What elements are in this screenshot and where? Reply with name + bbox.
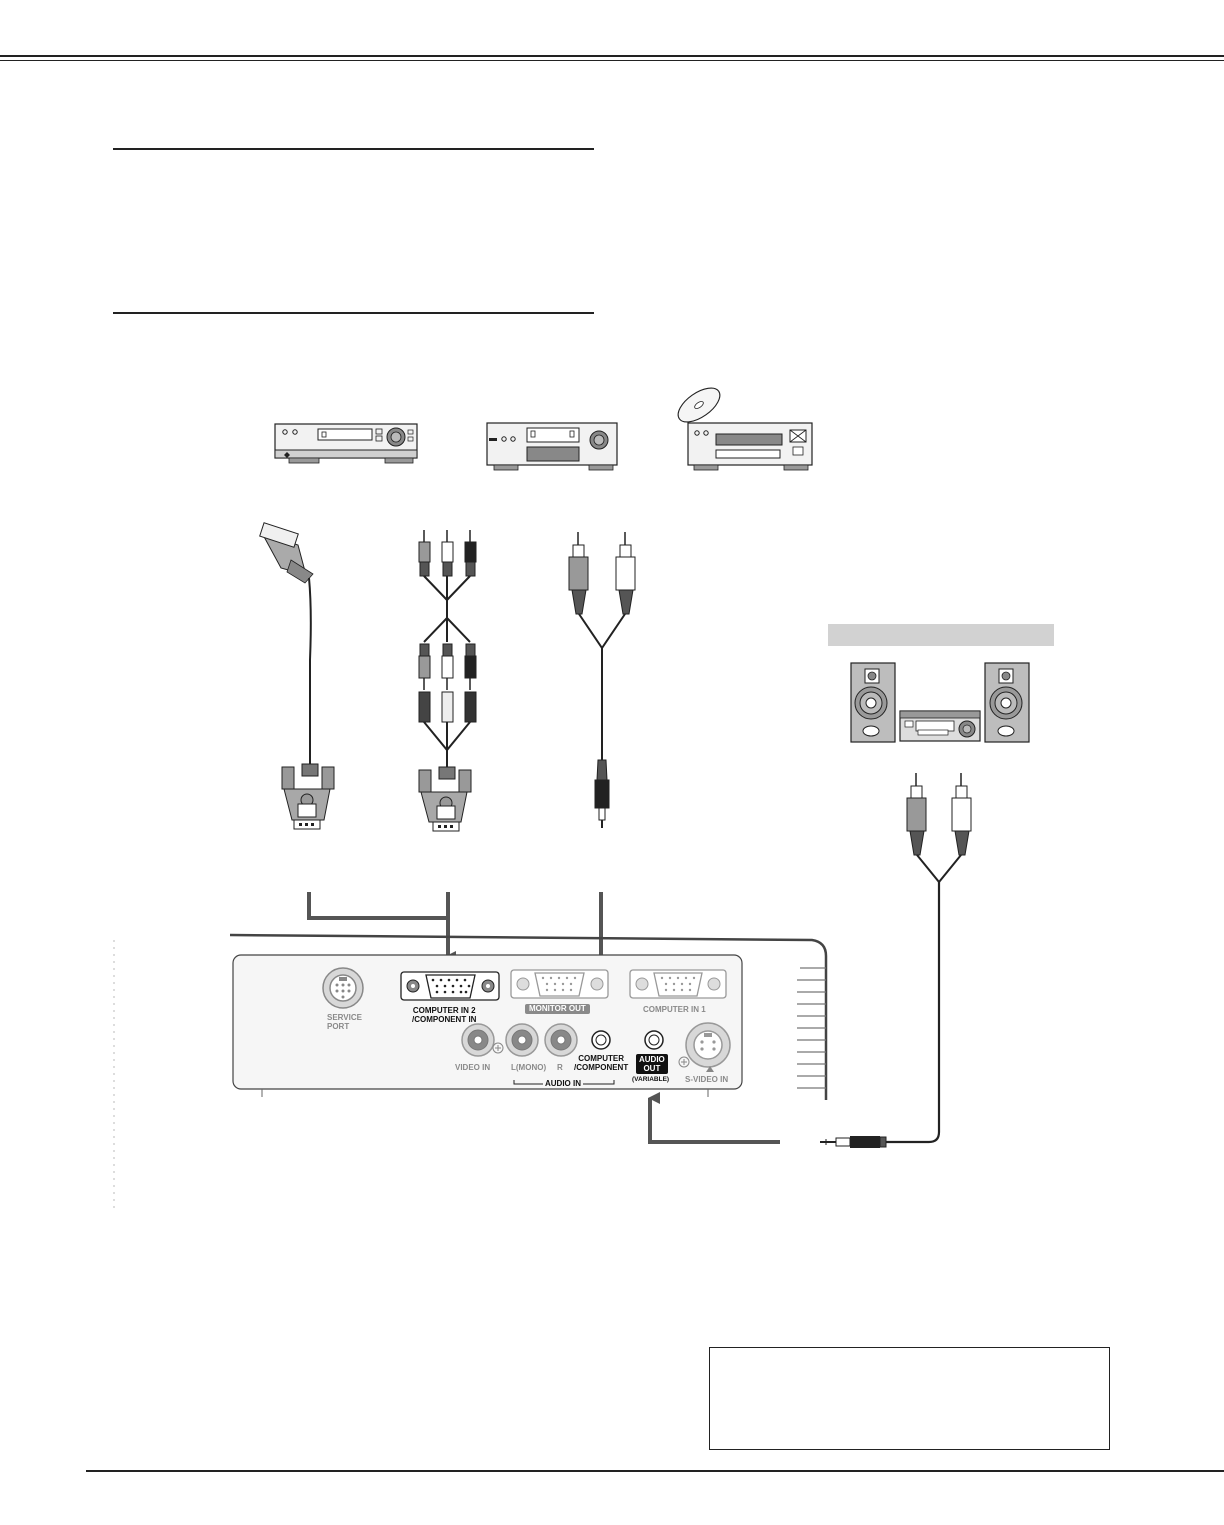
audio-in-l-jack (505, 1023, 539, 1057)
audio-out-label: AUDIO OUT (636, 1054, 668, 1074)
computer-in-2-label: COMPUTER IN 2 /COMPONENT IN (412, 1006, 477, 1024)
stereo-amplifier-icon (899, 710, 981, 742)
monitor-out-connector (510, 969, 609, 999)
monitor-out-label: MONITOR OUT (525, 1004, 590, 1014)
ground-symbol-2 (678, 1056, 690, 1068)
service-port-connector (322, 967, 364, 1009)
s-video-in-connector (685, 1022, 731, 1068)
caution-box (709, 1347, 1110, 1450)
service-port-label: SERVICE PORT (327, 1013, 362, 1031)
header-rule-top (0, 55, 1224, 57)
video-in-jack (461, 1023, 495, 1057)
speaker-left-icon (850, 662, 896, 743)
section-rule-1 (113, 148, 594, 150)
computer-component-audio-label: COMPUTER /COMPONENT (574, 1054, 629, 1072)
audio-out-jack (644, 1030, 664, 1050)
speaker-right-icon (984, 662, 1030, 743)
cd-disc-icon (677, 387, 721, 423)
video-player-icon (486, 422, 618, 471)
audio-out-variable-label: (VARIABLE) (632, 1076, 670, 1083)
s-video-in-label: S-VIDEO IN (685, 1075, 729, 1084)
vcr-icon (274, 423, 418, 464)
stereo-rca-minijack-cable-icon (568, 532, 636, 828)
computer-in-1-label: COMPUTER IN 1 (643, 1005, 706, 1014)
video-in-label: VIDEO IN (455, 1063, 491, 1072)
audio-in-r-label: R (557, 1063, 563, 1072)
footer-rule (86, 1470, 1224, 1472)
ground-symbol-1 (492, 1042, 504, 1054)
computer-in-2-connector (400, 971, 500, 1001)
s-video-arrow-icon (706, 1066, 714, 1072)
header-rule-bottom (0, 60, 1224, 61)
audio-equipment-band (828, 624, 1054, 646)
computer-component-audio-jack (591, 1030, 611, 1050)
section-rule-2 (113, 312, 594, 314)
audio-output-cable-icon (820, 773, 972, 1148)
computer-in-1-connector (629, 969, 727, 999)
dvd-player-icon (687, 422, 813, 471)
audio-in-label: AUDIO IN (543, 1079, 583, 1088)
scart-vga-cable-icon (259, 522, 335, 830)
audio-in-l-label: L(MONO) (511, 1063, 547, 1072)
component-rca-vga-cable-icon (418, 530, 477, 832)
audio-in-bracket (513, 1080, 615, 1085)
audio-in-r-jack (544, 1023, 578, 1057)
